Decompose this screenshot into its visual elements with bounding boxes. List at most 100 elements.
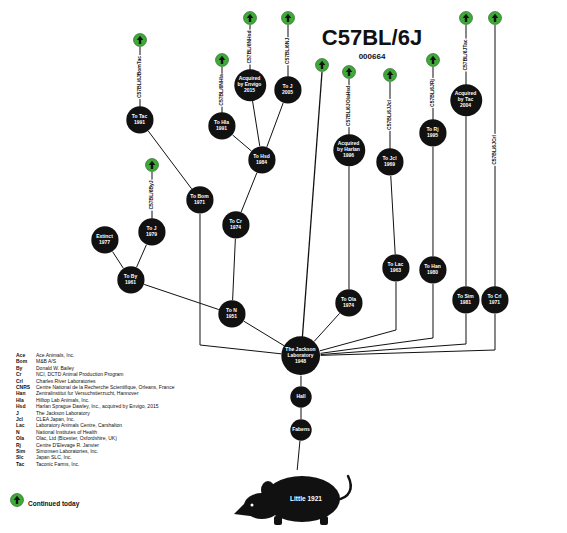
abbreviation: Slc: [16, 454, 24, 460]
abbreviation: J: [16, 410, 19, 416]
stock-number: 000664: [359, 52, 386, 61]
strain-circle: Fabens: [290, 419, 312, 441]
substrain-name: C57BL/6NJ: [285, 37, 291, 65]
strain-event: To Cr 1974: [224, 219, 246, 231]
circle-fill: [208, 112, 235, 139]
strain-event: To Ola 1974: [337, 297, 359, 309]
arrow-disc: [11, 494, 24, 507]
abbreviation-meaning: M&B A/S: [36, 358, 56, 364]
founder-label: Little 1921: [290, 495, 323, 502]
arrow-glyph: [346, 68, 353, 76]
continued-arrow: [343, 66, 356, 79]
arrow-glyph: [387, 71, 394, 79]
circle-fill: [222, 211, 249, 238]
lineage-line: [297, 441, 300, 470]
continuation-lines: [140, 25, 495, 356]
strain-circle: To Crl 1971: [481, 286, 509, 314]
lineage-line: [113, 252, 124, 269]
continued-arrow: [216, 54, 229, 67]
abbreviation-meaning: Taconic Farms, Inc.: [36, 461, 79, 467]
legend-row: Continued today: [10, 492, 79, 508]
strain-circle: Acquired by Envigo 2015: [234, 69, 267, 102]
strain-event: Fabens: [292, 427, 311, 433]
lineage-line: [320, 284, 433, 353]
strain-event: To N 1951: [220, 308, 242, 320]
strain-event: To By 1961: [119, 274, 141, 286]
abbreviation: By: [16, 365, 22, 371]
substrain-name: C57BL/6NHla: [219, 73, 225, 106]
circle-fill: [376, 148, 403, 175]
abbreviation: Ace: [16, 352, 25, 358]
strain-event: To Crl 1971: [483, 294, 505, 306]
mouse-snout: [234, 500, 250, 516]
circle-fill: [218, 300, 245, 327]
strain-event: The Jackson Laboratory 1948: [284, 347, 316, 364]
circle-fill: [248, 146, 275, 173]
strain-circle: To By 1961: [117, 266, 145, 294]
arrow-glyph: [137, 36, 144, 44]
arrow-glyph: [319, 61, 326, 69]
strain-event: Acquired by Tac 2004: [453, 91, 477, 108]
arrow-disc: [244, 12, 257, 25]
circle-fill: [91, 226, 118, 253]
strain-circle: To J 1979: [138, 218, 166, 246]
circle-fill: [186, 186, 213, 213]
strain-event: To Tac 1991: [128, 114, 150, 126]
strain-event: To Lac 1963: [384, 262, 406, 274]
arrow-disc: [216, 54, 229, 67]
abbreviation-meaning: Hilltop Lab Animals, Inc.: [36, 397, 89, 403]
strain-circle: To Sim 1981: [452, 286, 480, 314]
strain-event: To Rj 1995: [421, 127, 443, 139]
abbreviation: Sim: [16, 448, 25, 454]
arrow-glyph: [492, 14, 499, 22]
abbreviation-meaning: National Institutes of Health: [36, 429, 97, 435]
continued-arrow: [427, 54, 440, 67]
strain-event: Extinct 1977: [93, 234, 115, 246]
lineage-line: [321, 314, 466, 355]
lineage-line: [253, 101, 260, 146]
strain-event: To Jcl 1969: [378, 156, 400, 168]
arrow-disc: [146, 159, 159, 172]
arrow-disc: [134, 34, 147, 47]
abbreviation: Ola: [16, 435, 24, 441]
arrow-disc: [460, 12, 473, 25]
lineage-line: [148, 131, 191, 189]
circle-fill: [126, 106, 153, 133]
lineage-line: [137, 245, 147, 268]
arrow-disc: [343, 66, 356, 79]
mouse-eye: [251, 504, 254, 507]
main-line: [301, 72, 322, 356]
mouse-ear: [261, 481, 275, 499]
substrain-name: C57BL/6JJcl: [387, 99, 393, 131]
substrain-name: C57BL/6JBomTac: [137, 55, 143, 99]
chart-title: C57BL/6J: [322, 25, 422, 51]
circle-fill: [138, 218, 165, 245]
strain-circle: To Lac 1963: [382, 254, 410, 282]
abbreviation-meaning: Centre D'Elevage R. Janvier: [36, 442, 99, 448]
strain-circle: Hall: [290, 386, 312, 408]
arrow-disc: [489, 12, 502, 25]
legend-text: Continued today: [28, 496, 79, 512]
abbreviation-meaning: The Jackson Laboratory: [36, 410, 90, 416]
strain-circle: To Jcl 1969: [376, 148, 404, 176]
circle-fill: [481, 286, 508, 313]
abbreviation: Hsd: [16, 403, 25, 409]
arrow-glyph: [285, 14, 292, 22]
substrain-name: C57BL/6JCrl: [492, 134, 498, 166]
continued-arrow: [244, 12, 257, 25]
strain-circle: Acquired by Tac 2004: [450, 84, 483, 117]
substrain-name: C57BL/6JOlaHsd: [346, 85, 352, 127]
legend-icon: [10, 493, 24, 507]
abbreviation: Han: [16, 390, 25, 396]
strain-event: To J 2005: [276, 84, 298, 96]
strain-circle: To Ola 1974: [335, 289, 363, 317]
abbreviation-meaning: Zentralinstitut fur Versuchstierzucht, H…: [36, 390, 139, 396]
arrow-disc: [427, 54, 440, 67]
circle-fill: [452, 286, 479, 313]
strain-event: To Bom 1971: [188, 194, 210, 206]
abbreviation: Tac: [16, 461, 24, 467]
strain-event: To Hsd 1984: [250, 154, 272, 166]
lineage-line: [320, 282, 396, 351]
strain-circle: To Rj 1995: [419, 119, 447, 147]
